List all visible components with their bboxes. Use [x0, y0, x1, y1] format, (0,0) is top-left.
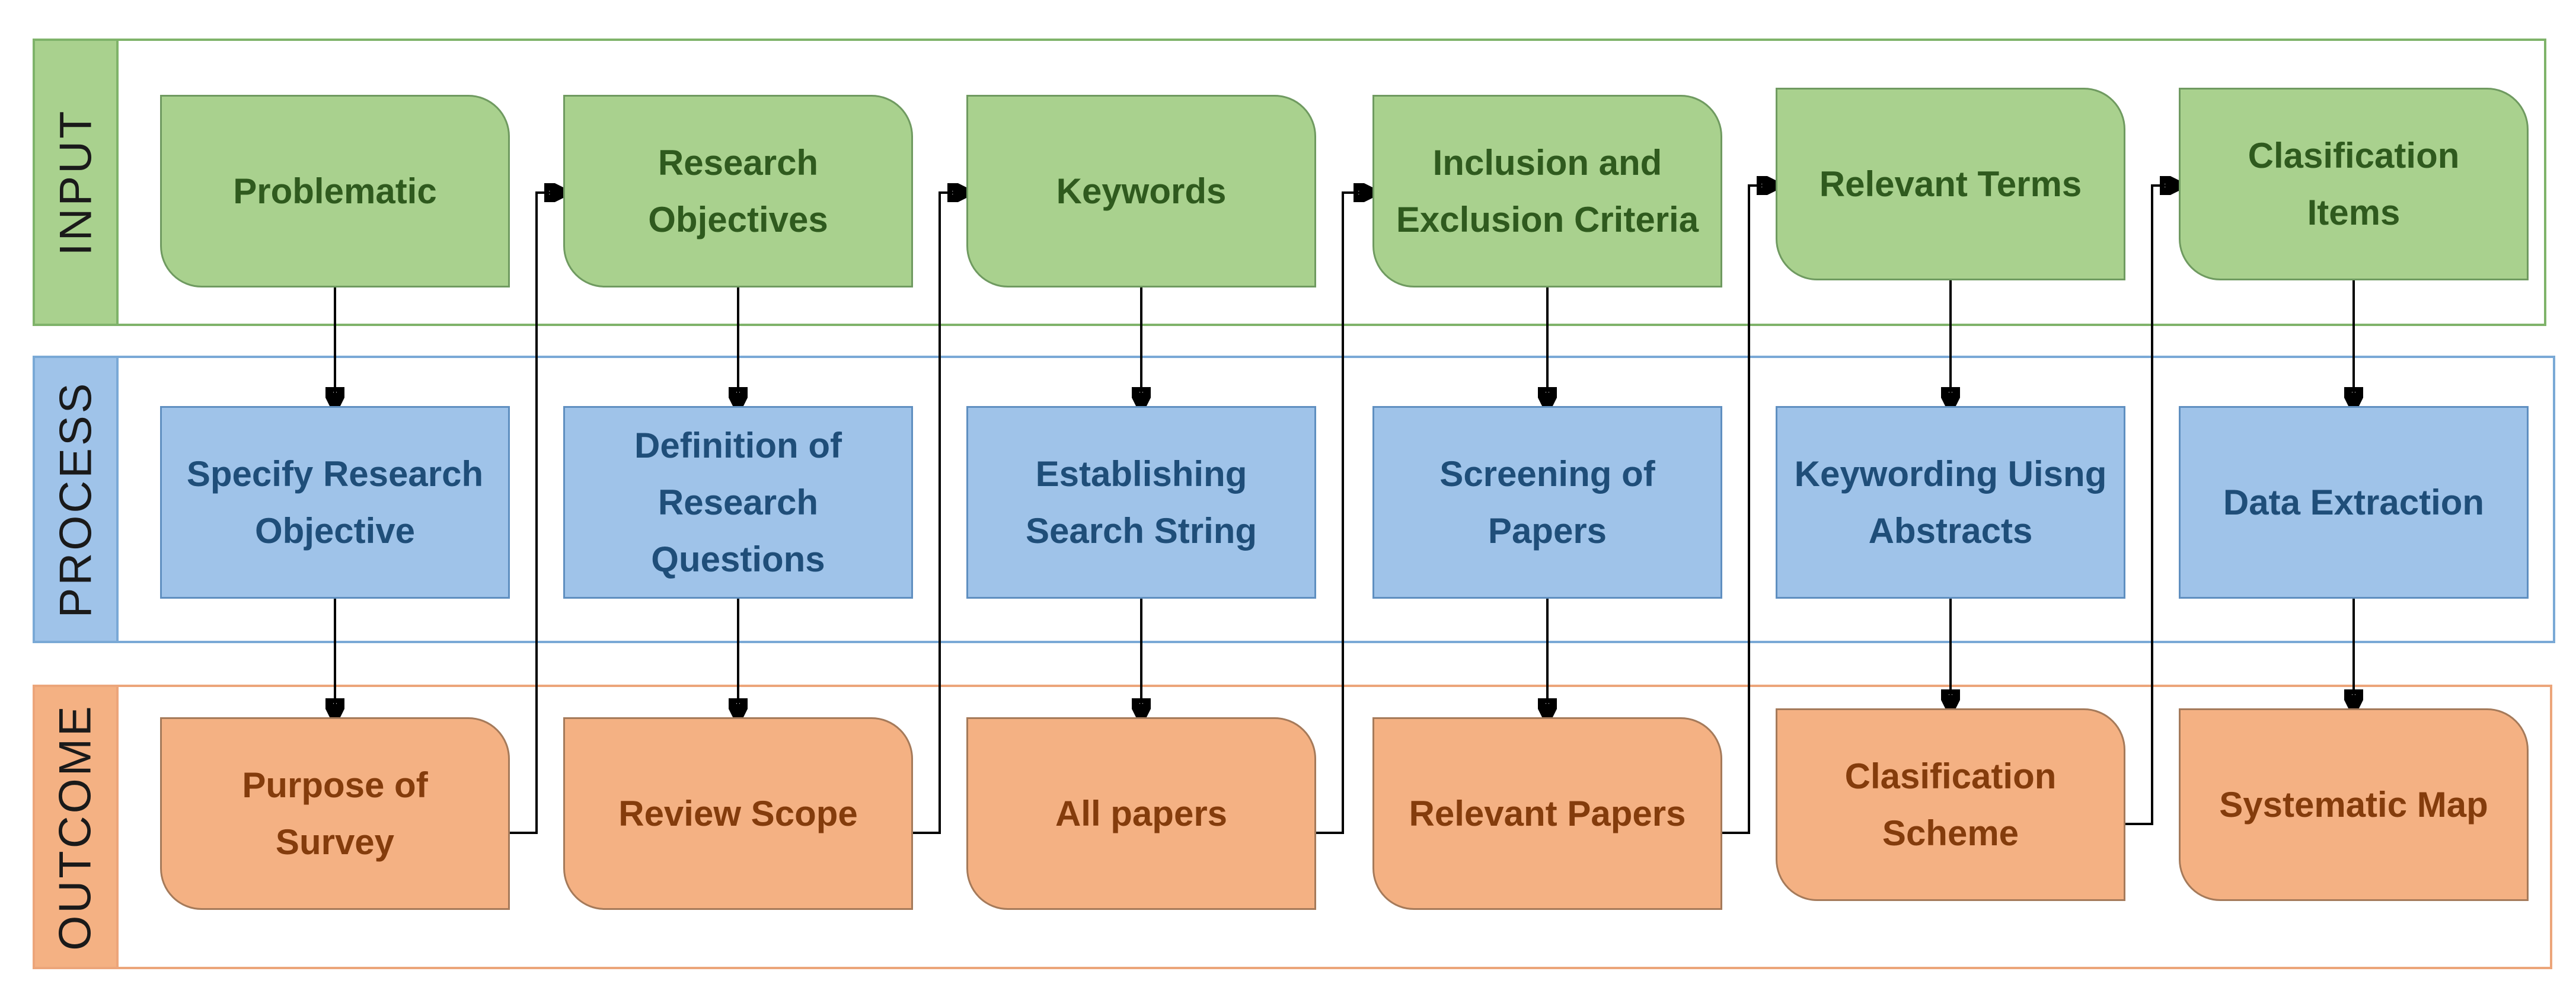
input-box-6: Clasification Items [2179, 88, 2529, 280]
arrow-outcome-to-next-input-1 [510, 193, 561, 834]
process-box-5: Keywording Uisng Abstracts [1776, 406, 2125, 599]
process-box-1: Specify Research Objective [160, 406, 510, 599]
arrow-outcome-to-next-input-2 [913, 193, 964, 834]
process-box-2: Definition of Research Questions [563, 406, 913, 599]
process-box-4: Screening of Papers [1372, 406, 1722, 599]
outcome-box-6: Systematic Map [2179, 708, 2529, 901]
input-lane-label: INPUT [33, 39, 119, 326]
outcome-box-3: All papers [966, 717, 1316, 910]
outcome-box-5: Clasification Scheme [1776, 708, 2125, 901]
arrow-outcome-to-next-input-4 [1722, 186, 1773, 834]
input-box-3: Keywords [966, 95, 1316, 287]
outcome-box-2: Review Scope [563, 717, 913, 910]
process-box-3: Establishing Search String [966, 406, 1316, 599]
process-lane-label: PROCESS [33, 356, 119, 643]
outcome-lane-label: OUTCOME [33, 685, 119, 969]
outcome-box-4: Relevant Papers [1372, 717, 1722, 910]
input-box-1: Problematic [160, 95, 510, 287]
arrow-outcome-to-next-input-5 [2125, 186, 2176, 825]
outcome-box-1: Purpose of Survey [160, 717, 510, 910]
process-box-6: Data Extraction [2179, 406, 2529, 599]
input-box-4: Inclusion and Exclusion Criteria [1372, 95, 1722, 287]
input-box-5: Relevant Terms [1776, 88, 2125, 280]
arrow-outcome-to-next-input-3 [1316, 193, 1370, 834]
input-box-2: Research Objectives [563, 95, 913, 287]
